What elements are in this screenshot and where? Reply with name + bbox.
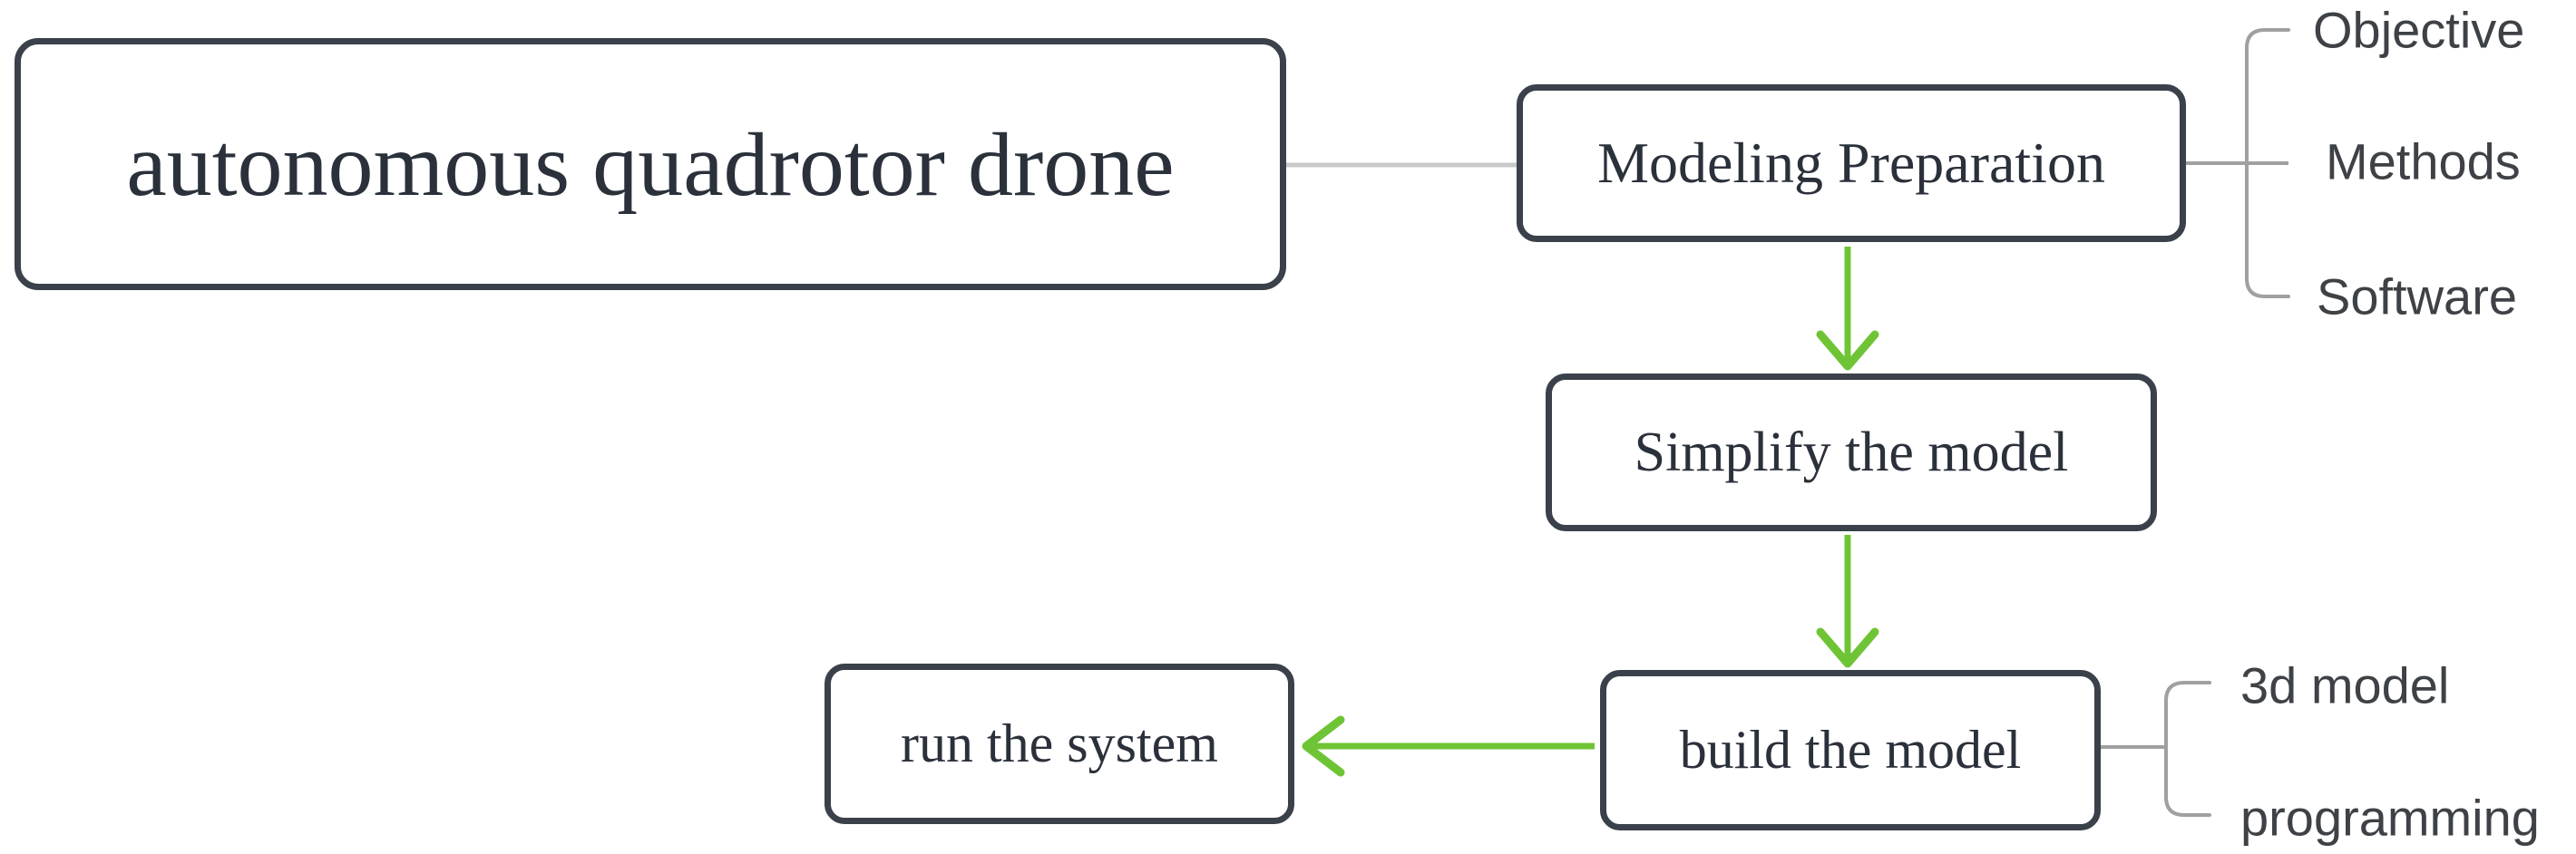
node-modeling-preparation-label: Modeling Preparation xyxy=(1597,131,2105,195)
node-simplify-the-model[interactable]: Simplify the model xyxy=(1546,374,2157,531)
branch-software[interactable]: Software xyxy=(2317,267,2517,325)
arrow-build-to-run-head xyxy=(1302,715,1345,777)
bracket-build-children xyxy=(2164,681,2211,817)
arrow-simplify-to-build xyxy=(1816,535,1879,668)
branch-programming[interactable]: programming xyxy=(2240,789,2540,847)
branch-3d-model[interactable]: 3d model xyxy=(2240,656,2450,714)
node-build-the-model-label: build the model xyxy=(1679,720,2022,780)
branch-objective[interactable]: Objective xyxy=(2313,1,2525,59)
arrow-modeling-to-simplify-head xyxy=(1816,330,1879,371)
bracket-modeling-children xyxy=(2245,28,2290,298)
arrow-modeling-to-simplify xyxy=(1816,247,1879,371)
node-simplify-the-model-label: Simplify the model xyxy=(1634,421,2069,483)
node-run-the-system-label: run the system xyxy=(901,713,1218,773)
arrow-simplify-to-build-head xyxy=(1816,627,1879,668)
arrow-build-to-run xyxy=(1302,715,1595,777)
node-autonomous-quadrotor-drone-label: autonomous quadrotor drone xyxy=(126,113,1175,215)
node-autonomous-quadrotor-drone[interactable]: autonomous quadrotor drone xyxy=(15,38,1286,290)
node-build-the-model[interactable]: build the model xyxy=(1600,670,2101,830)
node-modeling-preparation[interactable]: Modeling Preparation xyxy=(1517,84,2186,242)
branch-methods[interactable]: Methods xyxy=(2326,132,2521,190)
node-run-the-system[interactable]: run the system xyxy=(825,664,1294,824)
